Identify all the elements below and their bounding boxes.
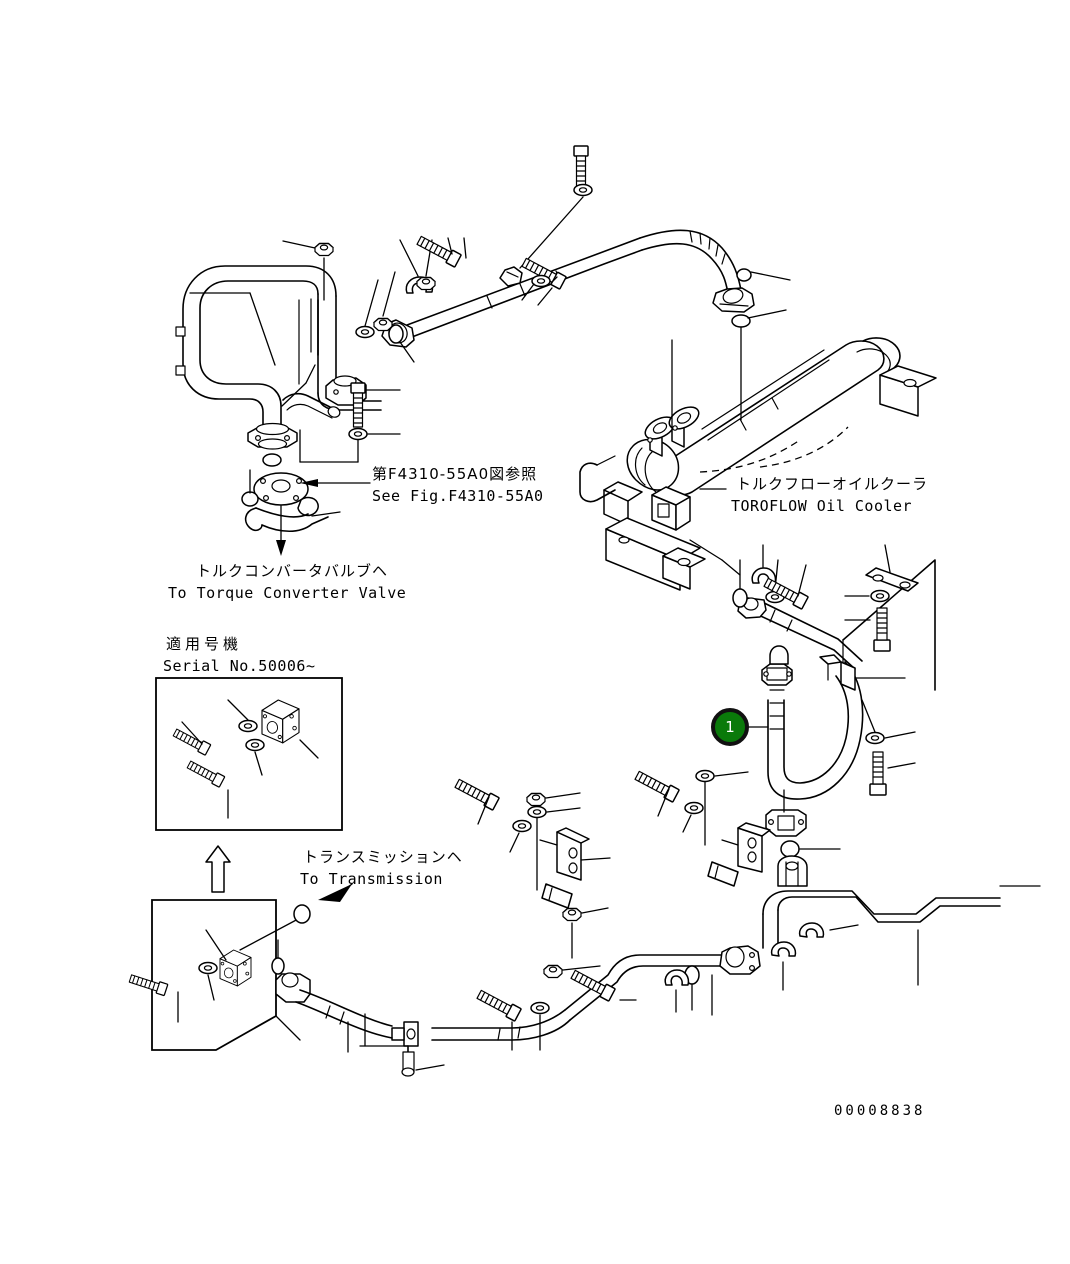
hose-fastener-cluster [732, 544, 919, 796]
nut [526, 792, 546, 807]
serial-applicable-inset-lower [127, 883, 393, 1053]
washer [527, 805, 547, 819]
washer [573, 183, 593, 197]
see-fig-label-en: See Fig.F4310-55A0 [372, 487, 544, 505]
washer [238, 719, 258, 733]
torque-converter-valve-fitting [241, 469, 371, 556]
washer [695, 769, 715, 783]
toroflow-oil-cooler [579, 337, 937, 591]
toroflow-oil-cooler-label-jp: トルクフローオイルクーラ [736, 475, 929, 493]
bolt [869, 751, 887, 796]
lower-pipe-assembly [359, 890, 1001, 1077]
washer [348, 427, 368, 441]
main-flex-hose [737, 559, 936, 887]
nut [314, 242, 334, 257]
washer [512, 819, 532, 833]
nut [543, 964, 563, 979]
torque-converter-valve-label-en: To Torque Converter Valve [168, 584, 407, 602]
bolt [873, 607, 891, 652]
nut [373, 317, 393, 332]
serial-applicable-inset-upper [155, 677, 343, 893]
to-transmission-label-en: To Transmission [300, 870, 443, 888]
washer [870, 589, 890, 603]
upper-center-hose [381, 145, 791, 421]
callout-marker-1[interactable]: 1 [711, 708, 749, 746]
washer [198, 961, 218, 975]
upper-fastener-cluster [189, 233, 568, 463]
washer [245, 738, 265, 752]
nut [562, 907, 582, 922]
torque-converter-valve-label-jp: トルクコンバータバルブヘ [196, 562, 389, 580]
bolt [350, 382, 366, 428]
washer [355, 325, 375, 339]
serial-no-label-en: Serial No.50006~ [163, 657, 316, 675]
washer [684, 801, 704, 815]
drawing-number: 00008838 [834, 1103, 926, 1119]
nut [416, 276, 436, 291]
bolt [573, 145, 589, 191]
washer [530, 1001, 550, 1015]
to-transmission-label-jp: トランスミッションヘ [303, 848, 463, 866]
toroflow-oil-cooler-label-en: TOROFLOW Oil Cooler [731, 497, 913, 515]
lower-fastener-cluster [453, 768, 1041, 1051]
serial-no-label-jp: 適用号機 [166, 635, 243, 653]
washer [531, 274, 551, 288]
washer [865, 731, 885, 745]
see-fig-label-jp: 第F4310-55A0図参照 [372, 465, 538, 483]
